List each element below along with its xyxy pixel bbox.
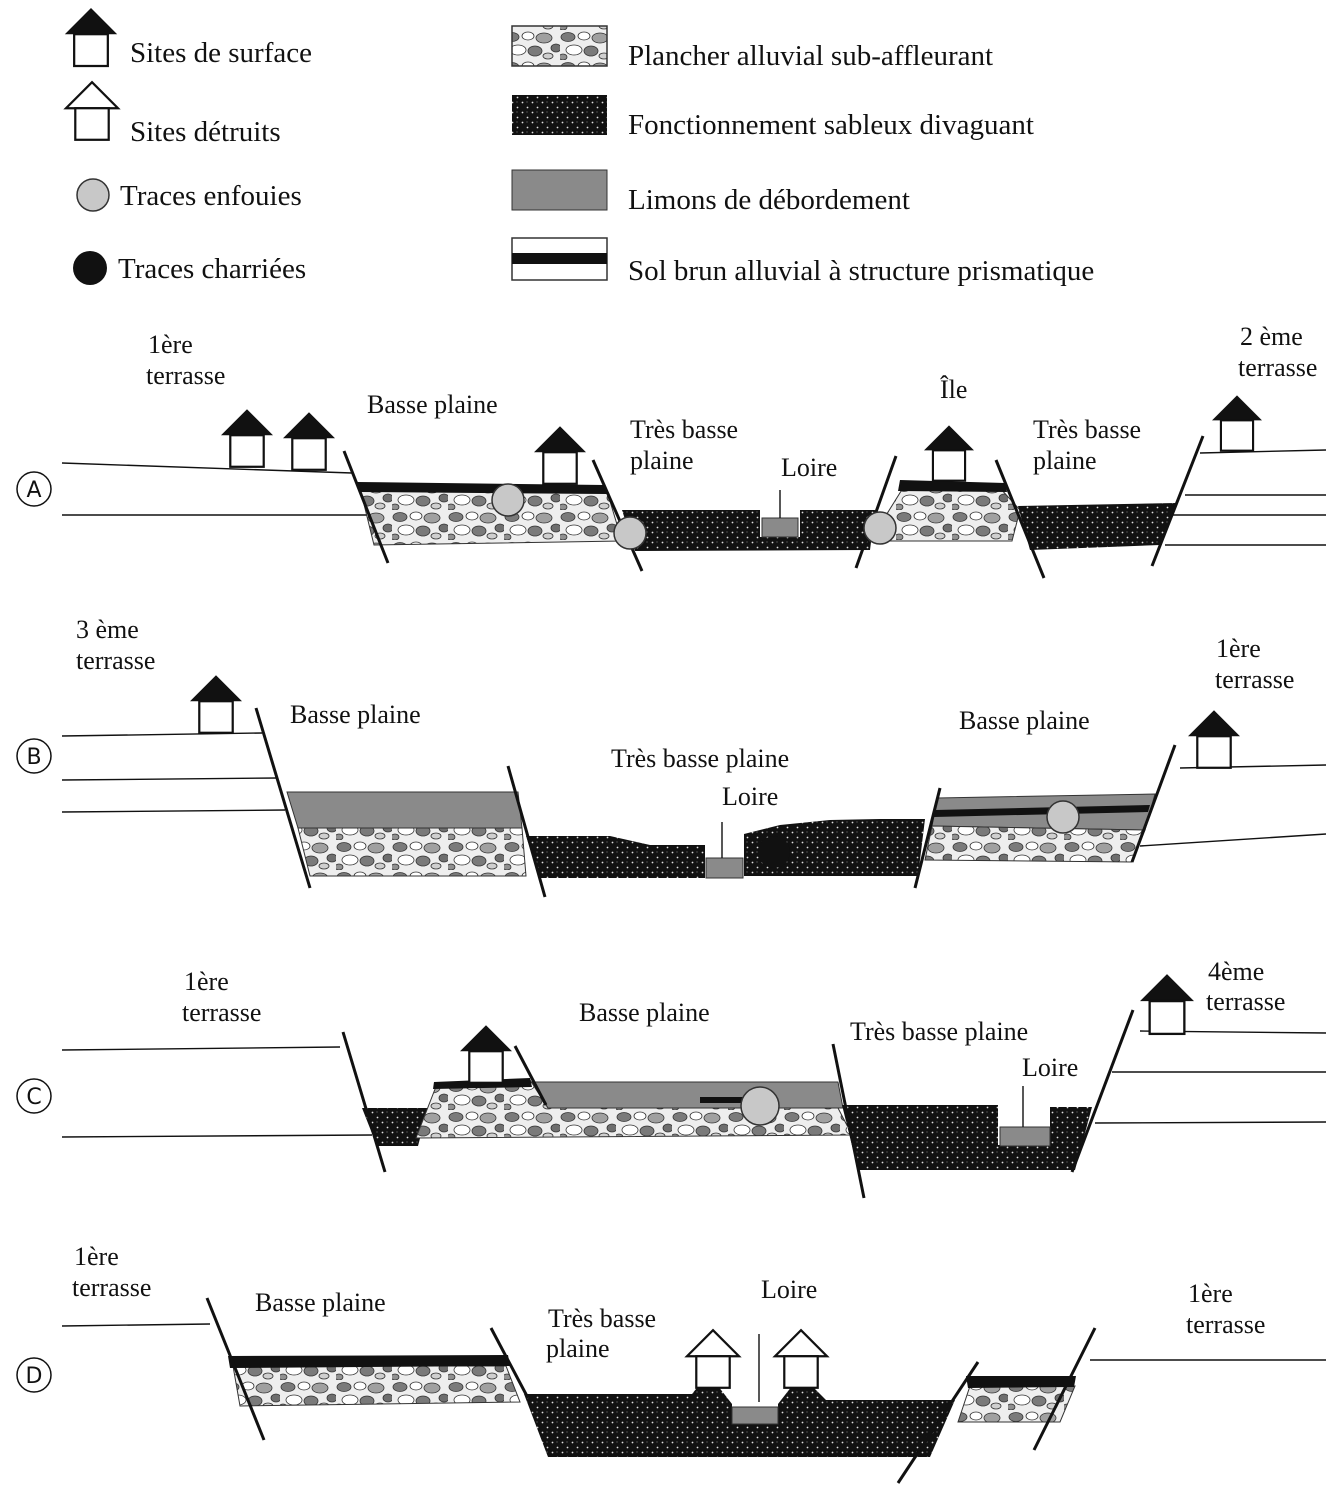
a-tres-basse-2-line2: plaine <box>1033 446 1097 475</box>
section-b: B 3 ème terrasse Basse plaine Très basse… <box>16 615 1326 898</box>
legend-sites-detruits: Sites détruits <box>130 116 281 148</box>
b-left-terrace-line2: terrasse <box>76 646 155 675</box>
a-left-terrace-line1: 1ère <box>148 330 193 359</box>
a-right-terrace-line2: terrasse <box>1238 353 1317 382</box>
d-loire: Loire <box>761 1275 817 1304</box>
a-loire: Loire <box>781 453 837 482</box>
d-tres-basse-line2: plaine <box>546 1334 610 1363</box>
a-tres-basse-1-line1: Très basse <box>630 415 738 444</box>
destroyed-site-icon <box>64 81 120 141</box>
section-a-letter: A <box>26 478 41 503</box>
sol-brun-swatch <box>511 237 608 281</box>
b-right-terrace-line2: terrasse <box>1215 665 1294 694</box>
legend-sites-surface: Sites de surface <box>130 37 312 69</box>
legend-plancher: Plancher alluvial sub-affleurant <box>628 40 993 72</box>
legend-traces-enfouies: Traces enfouies <box>120 180 302 212</box>
b-basse-plaine-left: Basse plaine <box>290 700 421 729</box>
section-c-letter: C <box>26 1085 41 1110</box>
a-right-terrace-line1: 2 ème <box>1240 322 1303 351</box>
b-surface-site-icon <box>188 674 244 734</box>
d-right-terrace-line1: 1ère <box>1188 1279 1233 1308</box>
b-tres-basse: Très basse plaine <box>611 744 789 773</box>
a-surface-site-icon <box>532 425 588 485</box>
a-surface-site-icon <box>281 411 337 471</box>
b-right-terrace-line1: 1ère <box>1216 634 1261 663</box>
sableux-swatch <box>512 95 607 135</box>
section-b-marker <box>16 738 52 774</box>
a-ile: Île <box>940 375 967 404</box>
b-loire: Loire <box>722 782 778 811</box>
buried-trace-icon <box>76 178 110 212</box>
c-loire: Loire <box>1022 1053 1078 1082</box>
b-basse-plaine-right: Basse plaine <box>959 706 1090 735</box>
b-surface-site-icon <box>1186 709 1242 769</box>
surface-site-icon <box>63 6 119 68</box>
a-basse-plaine: Basse plaine <box>367 390 498 419</box>
plancher-swatch <box>511 25 608 67</box>
legend-sableux: Fonctionnement sableux divaguant <box>628 109 1034 141</box>
legend: Sites de surface Sites détruits Traces e… <box>63 6 1094 287</box>
section-c-marker <box>16 1078 52 1114</box>
c-tres-basse: Très basse plaine <box>850 1017 1028 1046</box>
a-tres-basse-2-line1: Très basse <box>1033 415 1141 444</box>
legend-sol-brun: Sol brun alluvial à structure prismatiqu… <box>628 255 1094 287</box>
c-basse-plaine: Basse plaine <box>579 998 710 1027</box>
section-d: D 1ère terrasse Basse plaine Très basse … <box>16 1242 1326 1484</box>
c-surface-site-icon <box>1138 972 1196 1036</box>
b-left-terrace-line1: 3 ème <box>76 615 139 644</box>
a-surface-site-icon <box>219 408 275 468</box>
limons-swatch <box>511 169 608 211</box>
a-left-terrace-line2: terrasse <box>146 361 225 390</box>
d-left-terrace-line2: terrasse <box>72 1273 151 1302</box>
a-tres-basse-1-line2: plaine <box>630 446 694 475</box>
d-destroyed-site-icon <box>773 1329 829 1389</box>
c-surface-site-icon <box>458 1024 514 1084</box>
d-tres-basse-line1: Très basse <box>548 1304 656 1333</box>
legend-traces-charriees: Traces charriées <box>118 253 306 285</box>
d-basse-plaine: Basse plaine <box>255 1288 386 1317</box>
section-c: C 1ère terrasse Basse plaine Très basse … <box>16 957 1326 1199</box>
a-surface-site-icon <box>1210 394 1264 452</box>
d-destroyed-site-icon <box>685 1329 741 1389</box>
d-left-terrace-line1: 1ère <box>74 1242 119 1271</box>
carried-trace-icon <box>73 251 107 285</box>
legend-limons: Limons de débordement <box>628 184 910 216</box>
section-a-marker <box>16 471 52 507</box>
c-right-terrace-line2: terrasse <box>1206 987 1285 1016</box>
c-left-terrace-line1: 1ère <box>184 967 229 996</box>
section-d-marker <box>16 1357 52 1393</box>
section-d-letter: D <box>26 1364 43 1389</box>
c-right-terrace-line1: 4ème <box>1208 957 1264 986</box>
c-left-terrace-line2: terrasse <box>182 998 261 1027</box>
section-a: A 1ère terrasse Basse plaine Très basse … <box>16 322 1326 579</box>
a-surface-site-icon <box>922 424 976 482</box>
d-right-terrace-line2: terrasse <box>1186 1310 1265 1339</box>
section-b-letter: B <box>26 745 41 770</box>
